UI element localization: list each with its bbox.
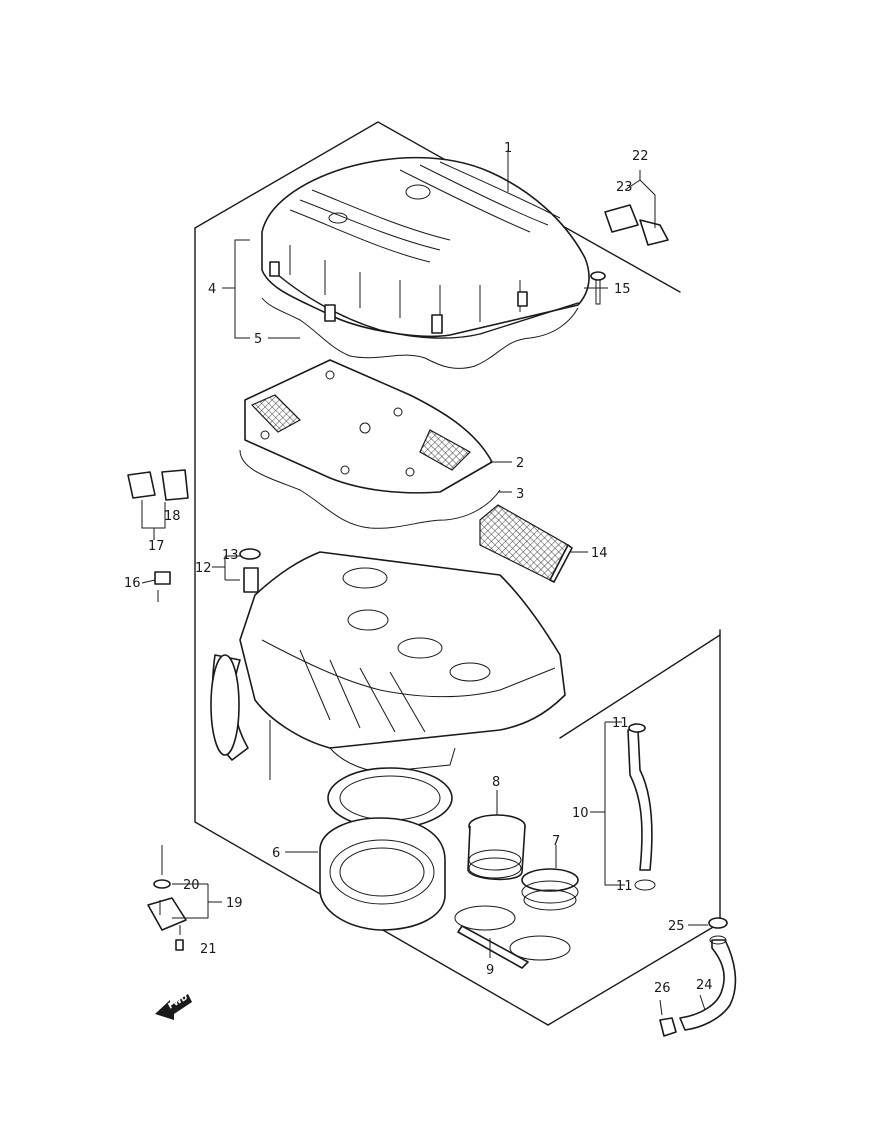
callout-18: 18 bbox=[164, 509, 181, 524]
air-filter-element bbox=[244, 359, 493, 494]
callout-11-upper: 11 bbox=[612, 716, 629, 731]
drain-plug-parts bbox=[239, 548, 261, 593]
callout-6: 6 bbox=[272, 846, 280, 861]
intake-duct bbox=[319, 767, 453, 931]
callout-2: 2 bbox=[516, 456, 524, 471]
callout-13: 13 bbox=[222, 548, 239, 563]
iat-connector bbox=[604, 204, 669, 246]
foam-filter bbox=[479, 504, 573, 583]
forward-arrow-icon: FWD bbox=[155, 992, 192, 1020]
callout-25: 25 bbox=[668, 919, 685, 934]
callout-20: 20 bbox=[183, 878, 200, 893]
cap-screw bbox=[590, 271, 606, 305]
air-cleaner-cap bbox=[261, 156, 590, 339]
callout-21: 21 bbox=[200, 942, 217, 957]
callout-24: 24 bbox=[696, 978, 713, 993]
callout-8: 8 bbox=[492, 775, 500, 790]
callout-22: 22 bbox=[632, 149, 649, 164]
callout-9: 9 bbox=[486, 963, 494, 978]
cap-seal-gasket bbox=[261, 297, 579, 369]
callout-12: 12 bbox=[195, 561, 212, 576]
intake-sleeve bbox=[467, 814, 526, 881]
callout-15: 15 bbox=[614, 282, 631, 297]
breather-hose bbox=[659, 917, 737, 1037]
callout-10: 10 bbox=[572, 806, 589, 821]
clamp-ring bbox=[521, 868, 579, 911]
assembly-frame bbox=[194, 121, 721, 1026]
callout-3: 3 bbox=[516, 487, 524, 502]
callout-14: 14 bbox=[591, 546, 608, 561]
drain-hose bbox=[627, 723, 656, 891]
hose-clamps bbox=[454, 905, 571, 969]
air-cleaner-case bbox=[210, 551, 566, 780]
sensor-bolt bbox=[154, 571, 171, 602]
sensor-connector bbox=[127, 469, 189, 501]
callout-1: 1 bbox=[504, 141, 512, 156]
callout-19: 19 bbox=[226, 896, 243, 911]
element-seal bbox=[239, 449, 501, 529]
callout-4: 4 bbox=[208, 282, 216, 297]
leader-lines bbox=[141, 150, 708, 1016]
callout-17: 17 bbox=[148, 539, 165, 554]
callout-5: 5 bbox=[254, 332, 262, 347]
callout-26: 26 bbox=[654, 981, 671, 996]
callout-7: 7 bbox=[552, 834, 560, 849]
callout-16: 16 bbox=[124, 576, 141, 591]
drain-bracket bbox=[147, 879, 187, 951]
callout-labels: 1 2 3 4 5 6 7 8 9 10 11 11 12 13 14 15 1… bbox=[124, 141, 713, 996]
callout-23: 23 bbox=[616, 180, 633, 195]
callout-11-lower: 11 bbox=[616, 879, 633, 894]
